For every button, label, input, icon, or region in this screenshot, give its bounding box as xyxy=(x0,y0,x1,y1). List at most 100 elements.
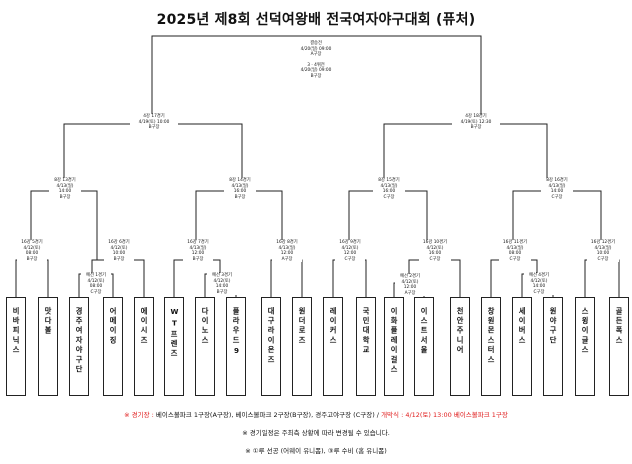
team-name: 이스트서울 xyxy=(420,307,429,356)
match-title: 16강 8경기 xyxy=(276,240,298,245)
team-box: 다이노스 xyxy=(195,297,215,396)
match-time: 08:00 xyxy=(508,251,522,257)
r16-node-9: 16강 9경기 4/12(토) 12:00 C구장 xyxy=(335,240,365,263)
match-date: 4/13(일) xyxy=(189,245,207,251)
venue-note-prefix: ※ 경기장 : xyxy=(124,411,156,419)
r16-node-6: 16강 6경기 4/12(토) 10:00 B구장 xyxy=(104,240,134,263)
qf-node-15: 8강 15경기 4/13(일) 16:00 C구장 xyxy=(373,178,405,201)
team-name: 원더로즈 xyxy=(298,307,307,346)
match-time: 16:00 xyxy=(382,189,396,195)
team-box: 이화플레이걸스 xyxy=(384,297,404,396)
match-time: 12:00 xyxy=(403,285,417,291)
match-title: 8강 16경기 xyxy=(546,178,568,183)
team-box: 골든폭스 xyxy=(609,297,629,396)
r16-node-7: 16강 7경기 4/13(일) 12:00 B구장 xyxy=(183,240,213,263)
schedule-note: ※ 경기일정은 주최측 상황에 따라 변경될 수 있습니다. xyxy=(242,429,390,437)
match-time: 14:00 xyxy=(58,189,72,195)
match-venue: B구장 xyxy=(216,289,228,295)
match-title: 8강 13경기 xyxy=(54,178,76,183)
match-venue: B구장 xyxy=(59,194,71,200)
match-venue: B구장 xyxy=(234,194,246,200)
match-time: 10:00 xyxy=(596,251,610,257)
match-title: 예선 3경기 xyxy=(212,273,232,278)
team-name: 맛다볼 xyxy=(44,307,53,337)
team-box: 대구라이온즈 xyxy=(261,297,281,396)
match-title: 16강 12경기 xyxy=(590,240,616,245)
match-title: 16강 9경기 xyxy=(339,240,361,245)
team-box: 세이버스 xyxy=(512,297,532,396)
final-line: B구장 xyxy=(310,73,322,79)
prelim-node-1: 예선 1경기 4/12(토) 08:00 C구장 xyxy=(81,273,111,296)
team-box: 국민대학교 xyxy=(356,297,376,396)
match-date: 4/12(토) xyxy=(23,245,41,251)
r16-node-10: 16강 10경기 4/12(토) 16:00 C구장 xyxy=(419,240,451,263)
match-venue: C구장 xyxy=(551,194,563,200)
page-title: 2025년 제8회 선덕여왕배 전국여자야구대회 (퓨처) xyxy=(156,12,476,28)
match-time: 16:00 xyxy=(233,189,247,195)
team-box: 원더로즈 xyxy=(292,297,312,396)
team-name: 경주여자야구단 xyxy=(75,307,84,375)
match-date: 4/13(일) xyxy=(548,183,566,189)
match-date: 4/12(토) xyxy=(110,245,128,251)
match-date: 4/19(토) 10:00 xyxy=(138,119,170,125)
match-time: 12:00 xyxy=(343,251,357,257)
match-date: 4/12(토) xyxy=(87,278,105,284)
prelim-node-4: 예선 4경기 4/12(토) 14:00 C구장 xyxy=(524,273,554,296)
r16-node-8: 16강 8경기 4/13(일) 12:00 A구장 xyxy=(272,240,302,263)
match-venue: B구장 xyxy=(148,125,160,131)
prelim-node-2: 예선 2경기 4/12(토) 12:00 A구장 xyxy=(395,274,425,297)
venue-note-text: 베이스볼파크 1구장(A구장), 베이스볼파크 2구장(B구장), 경주고야구장… xyxy=(155,411,382,419)
match-time: 16:00 xyxy=(428,251,442,257)
match-venue: C구장 xyxy=(533,289,545,295)
match-venue: B구장 xyxy=(113,256,125,262)
match-title: 16강 10경기 xyxy=(422,240,448,245)
match-title: 16강 6경기 xyxy=(108,240,130,245)
match-title: 16강 5경기 xyxy=(21,240,43,245)
team-name: 천안주니어 xyxy=(456,307,465,356)
team-name: 골든폭스 xyxy=(615,307,624,346)
match-date: 4/19(토) 12:30 xyxy=(460,119,492,125)
r16-node-11: 16강 11경기 4/13(일) 08:00 C구장 xyxy=(499,240,531,263)
match-title: 8강 14경기 xyxy=(229,178,251,183)
semi-left-connector xyxy=(63,123,243,191)
r16-12-connector xyxy=(584,259,620,297)
r16-5-connector xyxy=(15,259,49,297)
team-box: 비바피닉스 xyxy=(6,297,26,396)
r16-node-12: 16강 12경기 4/13(일) 10:00 C구장 xyxy=(587,240,619,263)
team-name: 에이시즈 xyxy=(140,307,149,346)
team-name: 세이버스 xyxy=(518,307,527,346)
prelim-node-3: 예선 3경기 4/12(토) 14:00 B구장 xyxy=(207,273,237,296)
qf-node-13: 8강 13경기 4/13(일) 14:00 B구장 xyxy=(49,178,81,201)
match-venue: C구장 xyxy=(509,256,521,262)
r16-9-connector xyxy=(332,259,367,297)
match-time: 12:00 xyxy=(191,251,205,257)
final-line: 결승전 xyxy=(310,41,322,46)
team-box: 에이시즈 xyxy=(134,297,154,396)
match-venue: C구장 xyxy=(429,256,441,262)
match-title: 4강 18경기 xyxy=(465,114,487,119)
match-date: 4/13(일) xyxy=(594,245,612,251)
uniform-note: ※ ①루 선공 (어웨이 유니폼), ③루 수비 (홈 유니폼) xyxy=(245,447,387,455)
match-time: 14:00 xyxy=(532,284,546,290)
match-venue: C구장 xyxy=(90,289,102,295)
match-title: 4강 17경기 xyxy=(143,114,165,119)
match-date: 4/12(토) xyxy=(341,245,359,251)
match-title: 예선 1경기 xyxy=(86,273,106,278)
team-name: 대구라이온즈 xyxy=(267,307,276,366)
semi-node-17: 4강 17경기 4/19(토) 10:00 B구장 xyxy=(130,114,178,131)
match-title: 16강 11경기 xyxy=(502,240,528,245)
match-time: 08:00 xyxy=(25,251,39,257)
final-node: 결승전 4/20(일) 09:00 A구장 3 · 4위전 4/20(일) 09… xyxy=(284,41,348,80)
team-name: 다이노스 xyxy=(201,307,210,346)
team-box: 경주여자야구단 xyxy=(69,297,89,396)
team-box: WT프렌즈 xyxy=(164,297,184,396)
team-name: WT프렌즈 xyxy=(170,307,179,360)
match-venue: A구장 xyxy=(404,290,416,296)
match-venue: B구장 xyxy=(192,256,204,262)
final-line: A구장 xyxy=(310,52,322,58)
match-title: 예선 2경기 xyxy=(400,274,420,279)
match-venue: B구장 xyxy=(470,125,482,131)
team-name: 레이커스 xyxy=(329,307,338,346)
match-date: 4/12(토) xyxy=(530,278,548,284)
match-time: 14:00 xyxy=(550,189,564,195)
